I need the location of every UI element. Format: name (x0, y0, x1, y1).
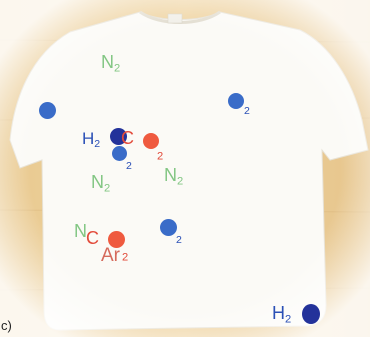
h2o-label-corner: H2 (272, 303, 292, 326)
n2-label-bottom-left: N (74, 221, 87, 241)
n2-label-top: N2 (101, 52, 121, 75)
n2-label-mid-left: N2 (91, 172, 111, 195)
o2-dot-left-sleeve (39, 102, 56, 119)
o2-label-bottom: 2 (176, 234, 182, 247)
o2-dot-bottom (160, 219, 177, 236)
o2-dot-center (112, 146, 127, 161)
co2-dot-bottom (108, 231, 125, 248)
o2-label-center: 2 (126, 160, 132, 173)
corner-caption: c) (1, 318, 12, 333)
h2o-dot-corner (302, 304, 320, 324)
co2-subscript: 2 (157, 150, 164, 163)
h2o-label-left: H2 (82, 129, 101, 151)
h2o-dot-left (110, 128, 127, 145)
o2-label-top-right: 2 (244, 105, 250, 118)
co2-label-c: C (121, 128, 134, 148)
o2-dot-top-right (228, 93, 244, 109)
co2-subscript-bottom: 2 (122, 251, 129, 264)
n2-label-mid-right: N2 (164, 165, 184, 188)
co2-dot (143, 133, 159, 149)
ar-label: Ar (101, 245, 120, 266)
co2-label-bottom-c: C (86, 228, 99, 248)
